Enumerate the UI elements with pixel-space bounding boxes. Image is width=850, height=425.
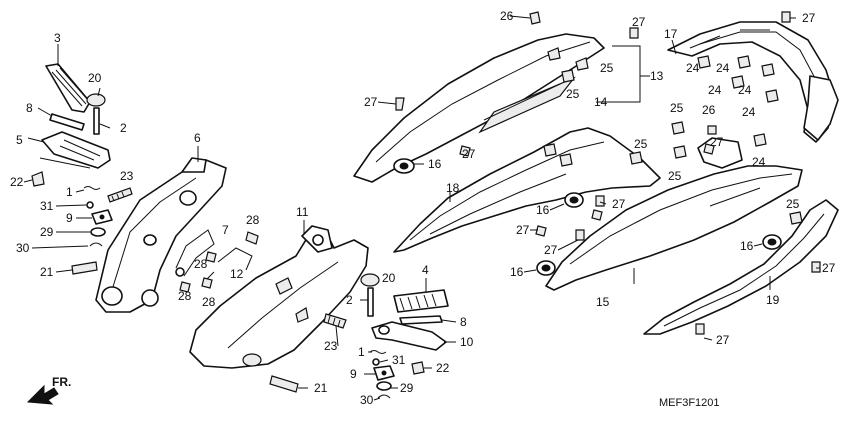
callout-31: 31: [40, 199, 54, 213]
front-direction-arrow: FR.: [26, 375, 71, 405]
callout-28: 28: [178, 289, 192, 303]
callout-25: 25: [566, 87, 580, 101]
callout-1: 1: [66, 185, 73, 199]
callout-30: 30: [16, 241, 30, 255]
callout-27: 27: [632, 15, 646, 29]
callout-11: 11: [296, 205, 309, 219]
callout-3: 3: [54, 31, 61, 45]
callout-27: 27: [612, 197, 626, 211]
callout-2: 2: [346, 293, 353, 307]
callout-12: 12: [230, 267, 244, 281]
callout-21: 21: [314, 381, 328, 395]
side-cover-18: [393, 127, 661, 253]
footpeg-parts-center: [269, 273, 449, 399]
callout-24: 24: [708, 83, 722, 97]
callout-27: 27: [716, 333, 730, 347]
lower-cowl-19: [643, 199, 839, 335]
callout-16: 16: [740, 239, 754, 253]
callout-25: 25: [634, 137, 648, 151]
callout-21: 21: [40, 265, 54, 279]
callout-20: 20: [382, 271, 396, 285]
callout-30: 30: [360, 393, 374, 407]
front-label: FR.: [52, 375, 71, 389]
callout-28: 28: [202, 295, 216, 309]
callout-16: 16: [428, 157, 442, 171]
callout-16: 16: [510, 265, 524, 279]
callout-7: 7: [222, 223, 229, 237]
left-footpeg-assembly: [27, 44, 133, 275]
heel-guard-11: [189, 220, 369, 369]
callout-5: 5: [16, 133, 23, 147]
footpeg-bracket-6: [95, 146, 227, 313]
callout-9: 9: [350, 367, 357, 381]
callout-19: 19: [766, 293, 780, 307]
callout-22: 22: [436, 361, 450, 375]
rear-cowl-13-14: [353, 11, 650, 183]
callout-10: 10: [460, 335, 474, 349]
callout-25: 25: [670, 101, 684, 115]
springs-7-12: [175, 229, 259, 293]
callout-23: 23: [324, 339, 338, 353]
callout-24: 24: [752, 155, 766, 169]
callout-2: 2: [120, 121, 127, 135]
callout-25: 25: [600, 61, 614, 75]
callout-28: 28: [246, 213, 260, 227]
callout-labels: 3 20 8 2 5 6 22 23 1 31 9 29 30 21 7 28 …: [10, 9, 836, 409]
callout-27: 27: [364, 95, 378, 109]
callout-16: 16: [536, 203, 550, 217]
callout-24: 24: [716, 61, 730, 75]
callout-28: 28: [194, 257, 208, 271]
callout-27: 27: [802, 11, 816, 25]
callout-6: 6: [194, 131, 201, 145]
callout-13: 13: [650, 69, 664, 83]
callout-15: 15: [596, 295, 610, 309]
callout-20: 20: [88, 71, 102, 85]
callout-27: 27: [710, 135, 724, 149]
callout-31: 31: [392, 353, 406, 367]
side-cowl-15: [535, 121, 803, 291]
callout-1: 1: [358, 345, 365, 359]
callout-26: 26: [500, 9, 514, 23]
callout-8: 8: [460, 315, 467, 329]
callout-8: 8: [26, 101, 33, 115]
callout-leaders: [23, 15, 820, 401]
callout-26: 26: [702, 103, 716, 117]
callout-25: 25: [668, 169, 682, 183]
callout-27: 27: [822, 261, 836, 275]
callout-4: 4: [422, 263, 429, 277]
callout-27: 27: [516, 223, 530, 237]
callout-24: 24: [686, 61, 700, 75]
grab-rail-17: [667, 11, 839, 147]
callout-17: 17: [664, 27, 678, 41]
callout-24: 24: [742, 105, 756, 119]
callout-22: 22: [10, 175, 24, 189]
callout-23: 23: [120, 169, 134, 183]
callout-29: 29: [400, 381, 414, 395]
callout-27: 27: [462, 147, 476, 161]
callout-27: 27: [544, 243, 558, 257]
callout-25: 25: [786, 197, 800, 211]
callout-9: 9: [66, 211, 73, 225]
callout-14: 14: [594, 95, 608, 109]
callout-29: 29: [40, 225, 54, 239]
callout-24: 24: [738, 83, 752, 97]
callout-18: 18: [446, 181, 460, 195]
diagram-code: MEF3F1201: [659, 397, 720, 409]
